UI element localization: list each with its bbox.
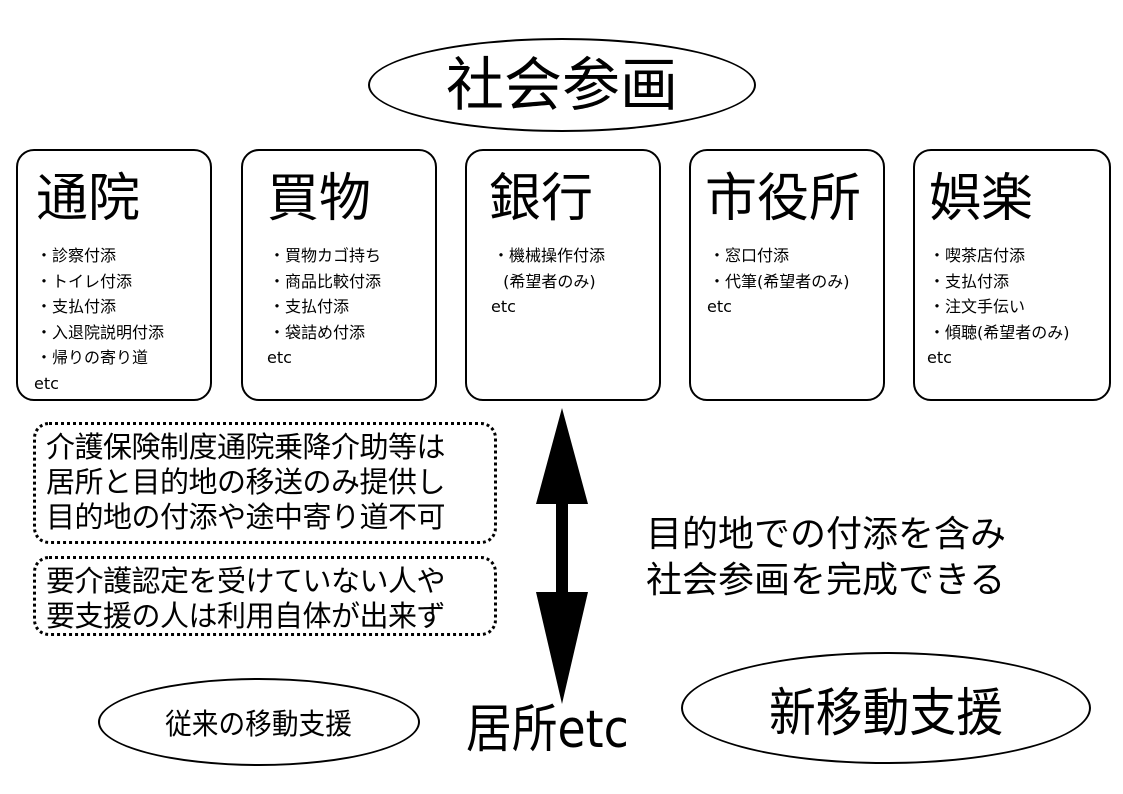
card-bank: 銀行 ・機械操作付添 (希望者のみ) etc (465, 149, 661, 401)
card-items: ・買物カゴ持ち ・商品比較付添 ・支払付添 ・袋詰め付添 etc (267, 243, 382, 371)
new-support-ellipse: 新移動支援 (681, 652, 1091, 764)
note-line: 要介護認定を受けていない人や (46, 564, 446, 598)
card-title: 買物 (267, 169, 372, 229)
card-title: 通院 (36, 169, 141, 229)
title-ellipse: 社会参画 (368, 38, 756, 132)
traditional-support-label: 従来の移動支援 (165, 707, 353, 741)
list-item: ・傾聴(希望者のみ) (929, 322, 1070, 342)
card-items: ・機械操作付添 (希望者のみ) etc (491, 243, 606, 320)
card-shopping: 買物 ・買物カゴ持ち ・商品比較付添 ・支払付添 ・袋詰め付添 etc (241, 149, 437, 401)
card-title: 娯楽 (929, 169, 1034, 229)
list-item: ・買物カゴ持ち (269, 246, 382, 265)
list-item: ・診察付添 (36, 246, 117, 265)
card-title: 銀行 (489, 169, 594, 229)
list-item: ・窓口付添 (709, 246, 790, 265)
new-support-label: 新移動支援 (768, 683, 1003, 744)
list-item: ・支払付添 (269, 297, 350, 316)
list-item: ・機械操作付添 (493, 246, 606, 265)
card-etc: etc (707, 297, 732, 316)
list-item: ・喫茶店付添 (929, 246, 1026, 265)
card-hospital: 通院 ・診察付添 ・トイレ付添 ・支払付添 ・入退院説明付添 ・帰りの寄り道 e… (16, 149, 212, 401)
card-etc: etc (34, 373, 59, 393)
list-item: ・入退院説明付添 (36, 322, 165, 342)
list-item: ・帰りの寄り道 (36, 348, 149, 367)
card-etc: etc (927, 348, 952, 367)
card-etc: etc (491, 297, 516, 316)
note-line: 要支援の人は利用自体が出来ず (46, 599, 446, 633)
card-entertainment: 娯楽 ・喫茶店付添 ・支払付添 ・注文手伝い ・傾聴(希望者のみ) etc (913, 149, 1111, 401)
card-city-hall: 市役所 ・窓口付添 ・代筆(希望者のみ) etc (689, 149, 885, 401)
list-item: ・商品比較付添 (269, 271, 382, 291)
note-insurance-limit: 介護保険制度通院乗降介助等は 居所と目的地の移送のみ提供し 目的地の付添や途中寄… (33, 422, 497, 544)
benefit-line: 目的地での付添を含み (646, 514, 1007, 555)
traditional-support-ellipse: 従来の移動支援 (98, 678, 420, 766)
page-title: 社会参画 (445, 51, 678, 119)
benefit-line: 社会参画を完成できる (646, 560, 1006, 601)
note-line: 居所と目的地の移送のみ提供し (46, 465, 446, 499)
list-item: ・袋詰め付添 (269, 322, 366, 342)
list-item: ・注文手伝い (929, 297, 1026, 316)
list-item: ・支払付添 (36, 297, 117, 316)
card-items: ・窓口付添 ・代筆(希望者のみ) etc (707, 243, 850, 320)
list-item: (希望者のみ) (493, 271, 596, 291)
list-item: ・支払付添 (929, 271, 1010, 291)
card-items: ・診察付添 ・トイレ付添 ・支払付添 ・入退院説明付添 ・帰りの寄り道 etc (34, 243, 165, 396)
note-line: 目的地の付添や途中寄り道不可 (46, 500, 446, 534)
note-eligibility: 要介護認定を受けていない人や 要支援の人は利用自体が出来ず (33, 556, 497, 636)
list-item: ・トイレ付添 (36, 271, 133, 291)
benefit-text: 目的地での付添を含み 社会参画を完成できる (646, 512, 1006, 604)
card-etc: etc (267, 348, 292, 367)
list-item: ・代筆(希望者のみ) (709, 271, 850, 291)
double-arrow-icon (536, 408, 588, 704)
card-items: ・喫茶店付添 ・支払付添 ・注文手伝い ・傾聴(希望者のみ) etc (927, 243, 1070, 371)
card-title: 市役所 (705, 169, 862, 229)
home-label: 居所etc (466, 700, 629, 760)
note-line: 介護保険制度通院乗降介助等は (46, 430, 446, 464)
